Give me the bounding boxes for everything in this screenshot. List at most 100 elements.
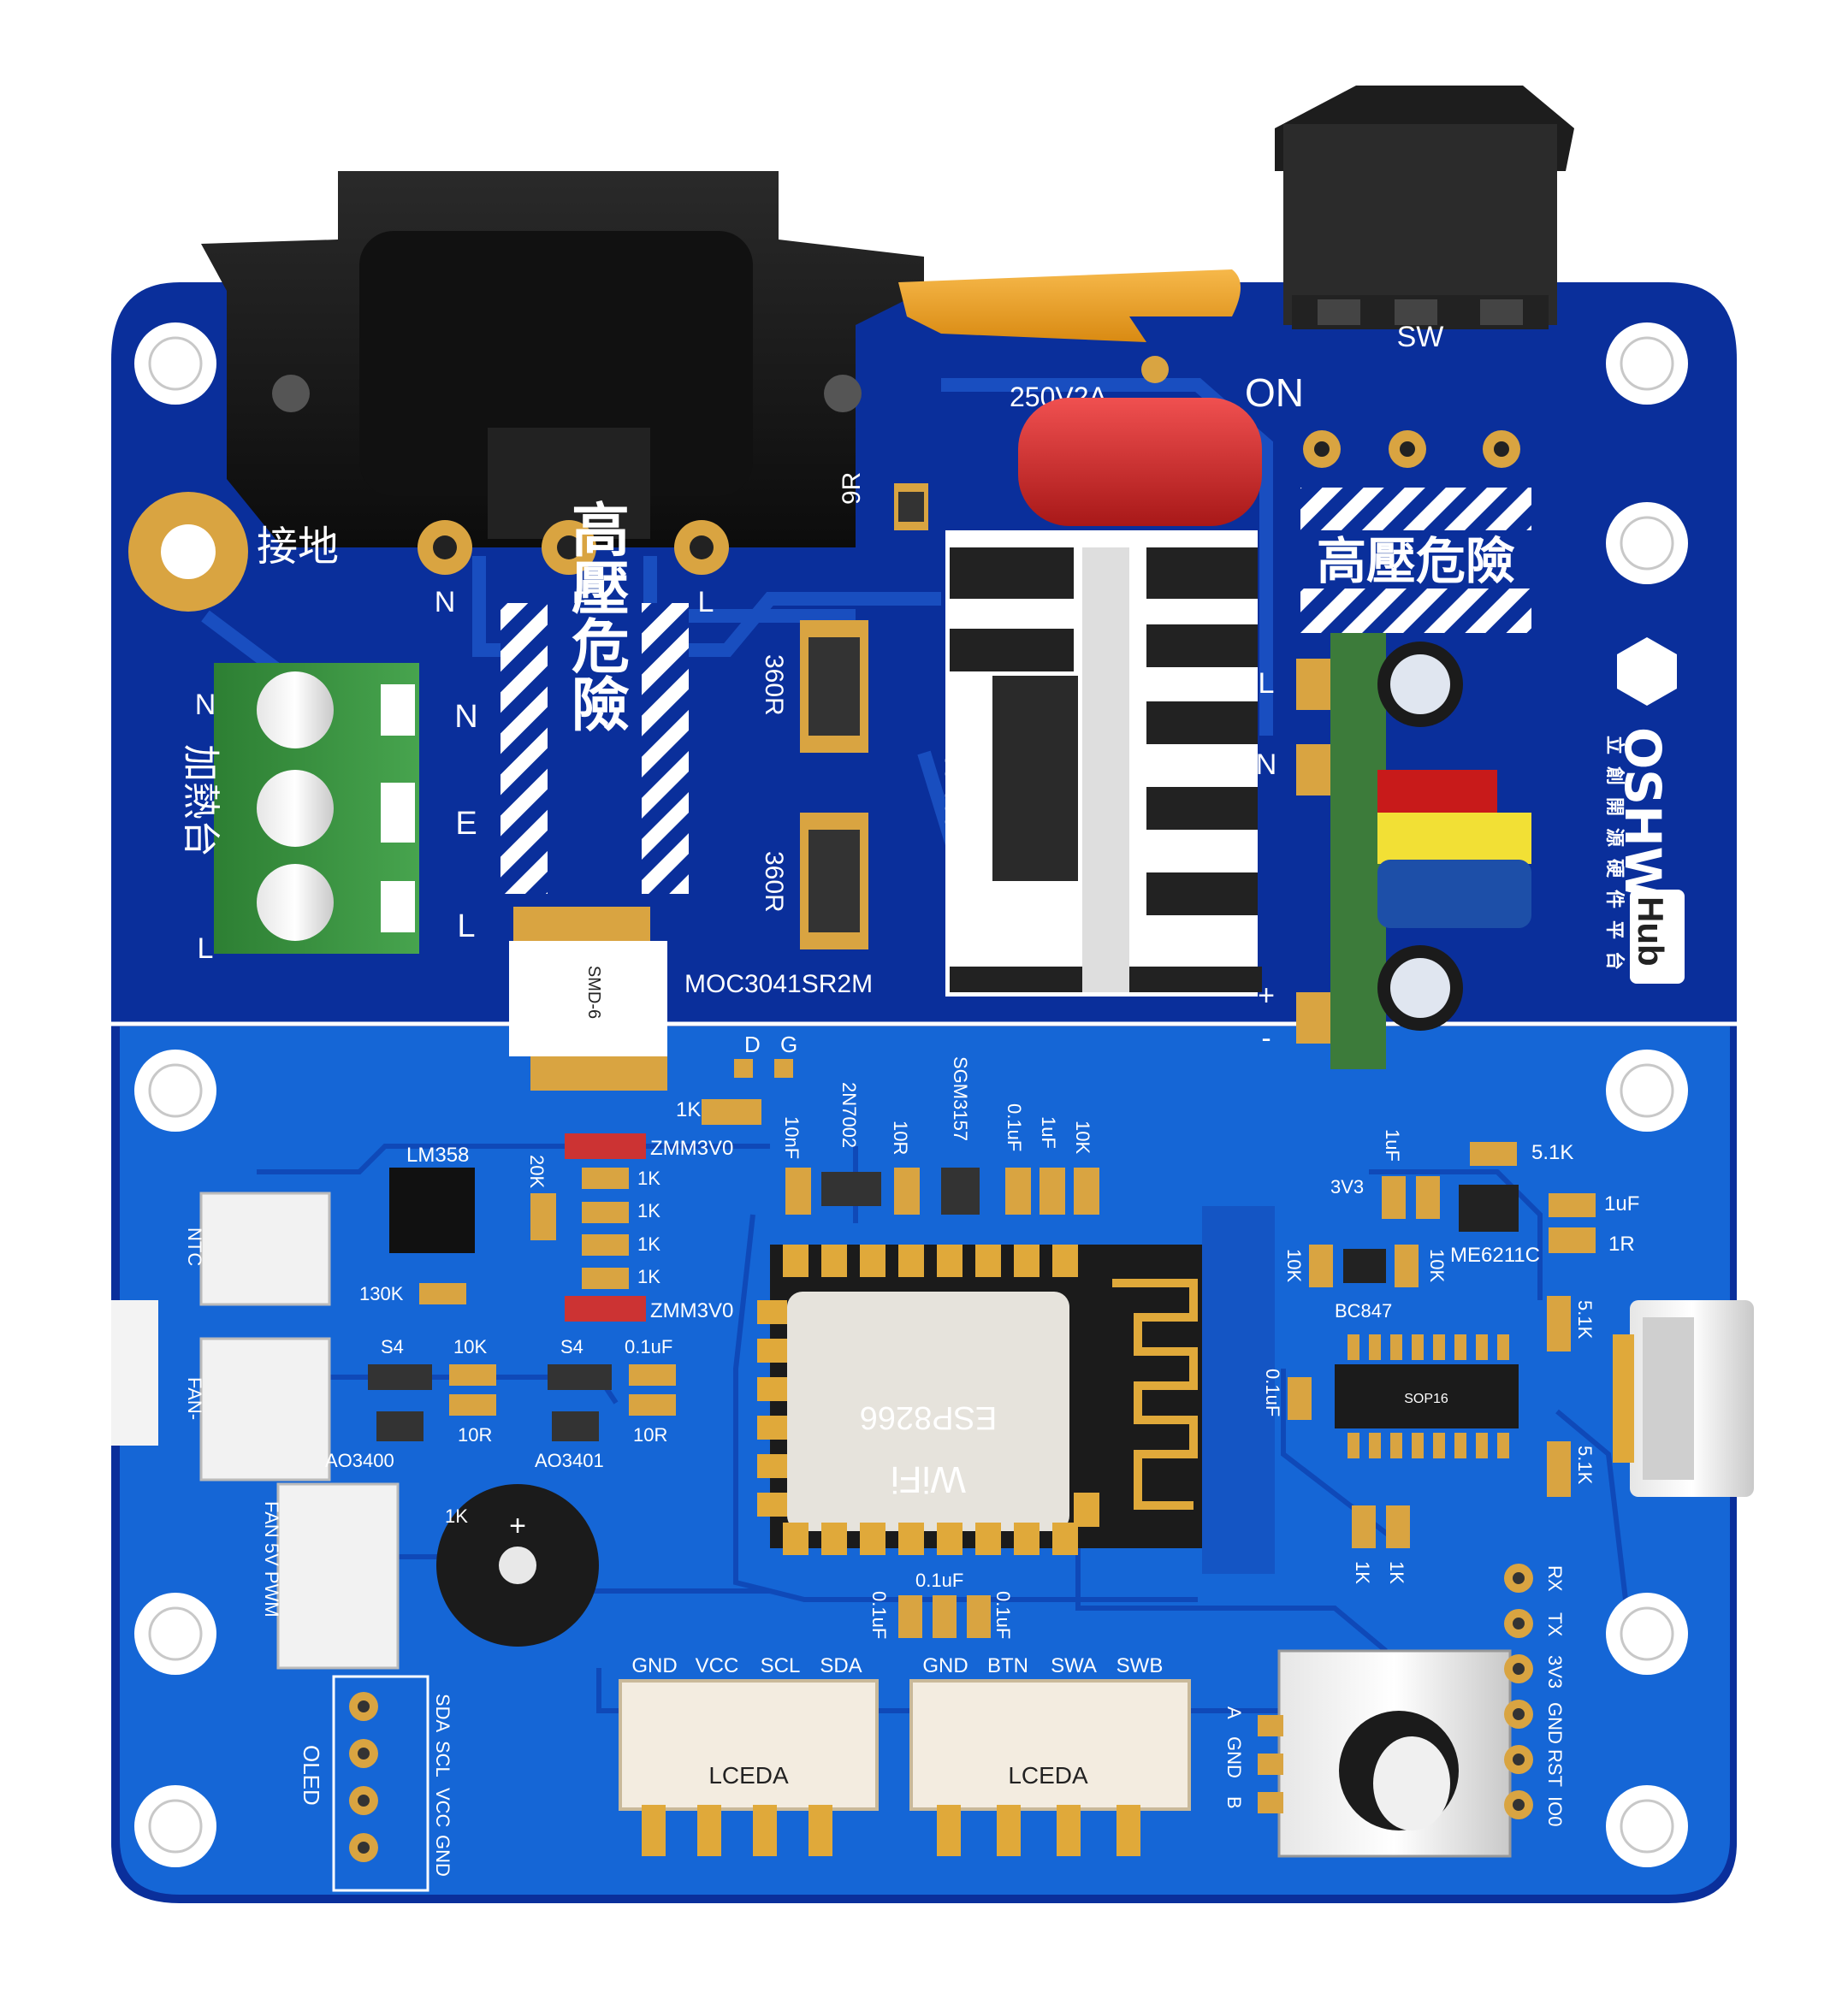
esp-chip-label: ESP8266: [860, 1399, 998, 1435]
inlet-label-l: L: [698, 586, 714, 618]
enc-b: B: [1223, 1796, 1245, 1809]
terminal-l: L: [198, 932, 214, 965]
ao3400-label: AO3400: [325, 1450, 394, 1471]
uart-rst: RST: [1544, 1749, 1566, 1787]
r360-2-label: 360R: [760, 851, 788, 913]
rocker-switch: [1275, 86, 1574, 329]
c1uf-top-label: 1uF: [1038, 1116, 1059, 1149]
fan-pwm-label: FAN 5V PWM: [261, 1501, 282, 1618]
uart-header: [1504, 1564, 1533, 1819]
s4-a-label: S4: [381, 1336, 404, 1357]
r10k-label: 10K: [453, 1336, 487, 1357]
resistor-9r-label: 9R: [838, 472, 866, 505]
c1-vcc: VCC: [696, 1654, 739, 1677]
side-e: E: [455, 806, 477, 842]
s4-b-label: S4: [560, 1336, 583, 1357]
v33-label: 3V3: [1330, 1176, 1364, 1198]
uart-rx: RX: [1544, 1565, 1566, 1592]
r20k-label: 20K: [526, 1155, 548, 1188]
side-l: L: [457, 908, 475, 944]
enc-gnd: GND: [1223, 1736, 1245, 1778]
sop16-label: SOP16: [1404, 1392, 1448, 1406]
side-n: N: [454, 699, 477, 735]
r1k-1: 1K: [637, 1168, 660, 1189]
usb-c-connector: [1613, 1300, 1754, 1497]
r130k-label: 130K: [359, 1283, 404, 1304]
esp-wifi-label: WiFi: [891, 1458, 966, 1500]
c01uf-label: 0.1uF: [625, 1336, 672, 1357]
c1-sda: SDA: [820, 1654, 862, 1677]
lm358-label: LM358: [406, 1144, 469, 1167]
r51k-b-label: 5.1K: [1574, 1300, 1596, 1340]
c01uf-top-label: 0.1uF: [1004, 1103, 1025, 1151]
r10k-d-label: 10K: [1426, 1249, 1448, 1282]
r1k-buz-label: 1K: [445, 1505, 468, 1527]
oled-pin-gnd: GND: [432, 1835, 453, 1877]
pm-plus: +: [1258, 979, 1275, 1012]
oshw-hub-badge: Hub: [1631, 896, 1671, 967]
c10nf-label: 10nF: [781, 1116, 803, 1159]
r1k-4: 1K: [637, 1266, 660, 1287]
inlet-label-n: N: [435, 586, 456, 618]
opto-coupler: [509, 907, 667, 1091]
hv-warning-right: 高壓危險: [1317, 532, 1515, 590]
r10k-c-label: 10K: [1283, 1249, 1305, 1282]
on-label: ON: [1245, 370, 1304, 415]
pm-minus: -: [1261, 1022, 1270, 1055]
uart-io0: IO0: [1544, 1796, 1566, 1826]
r10k-top-label: 10K: [1072, 1121, 1093, 1154]
switch-label: SW: [1397, 321, 1444, 353]
fet-d: D: [744, 1032, 761, 1057]
r1k-f-label: 1K: [1386, 1561, 1407, 1584]
hv-warning-left: 高壓危險: [561, 500, 630, 732]
zener-2: [565, 1296, 646, 1322]
r360-1-label: 360R: [760, 654, 788, 716]
terminal-block: [214, 663, 419, 954]
c1uf-b-label: 1uF: [1382, 1129, 1403, 1162]
pm-n: N: [1256, 748, 1277, 781]
r10r-b-label: 10R: [633, 1424, 667, 1446]
c01uf-d-label: 0.1uF: [1262, 1369, 1283, 1417]
uart-tx: TX: [1544, 1612, 1566, 1636]
oshw-cn-text: 立創開源硬件平台: [1603, 736, 1626, 982]
fan-pwm-connector: [276, 1482, 400, 1670]
triac-heatsink: [945, 530, 1262, 997]
c2-btn: BTN: [987, 1654, 1028, 1677]
opto-package: SMD-6: [584, 966, 603, 1019]
oled-pin-sda: SDA: [432, 1694, 453, 1733]
x2-capacitor: [1018, 398, 1262, 526]
mounting-holes: [134, 322, 1688, 1867]
r1k-3: 1K: [637, 1233, 660, 1255]
oshw-logo: [1617, 637, 1677, 706]
enc-a: A: [1223, 1706, 1245, 1719]
r1k-column: [582, 1168, 629, 1289]
ntc-label: NTC: [184, 1227, 205, 1266]
sop16-chip: [1335, 1364, 1519, 1428]
bc847-label: BC847: [1335, 1300, 1392, 1322]
ac-inlet-connector: [201, 171, 924, 575]
lceda-b: LCEDA: [1008, 1762, 1088, 1789]
fuse: [898, 269, 1241, 383]
oled-pin-scl: SCL: [432, 1741, 453, 1777]
fan-minus-label: FAN-: [184, 1377, 205, 1420]
oled-header: [332, 1675, 429, 1892]
sgm-label: SGM3157: [950, 1056, 971, 1141]
oled-pin-vcc: VCC: [432, 1788, 453, 1828]
connector-encoder: [909, 1679, 1191, 1856]
uart-3v3: 3V3: [1544, 1655, 1566, 1689]
ground-label: 接地: [257, 524, 339, 570]
opto-label: MOC3041SR2M: [684, 970, 873, 998]
c01-a-label: 0.1uF: [915, 1570, 963, 1591]
r1r-label: 1R: [1608, 1233, 1635, 1256]
r1k-top: 1K: [676, 1098, 701, 1121]
c01-c-label: 0.1uF: [992, 1591, 1014, 1639]
heater-label: 加熱台: [180, 744, 222, 857]
power-module: [1296, 633, 1531, 1069]
zener-2-label: ZMM3V0: [650, 1299, 733, 1322]
r51k-label: 5.1K: [1531, 1141, 1573, 1164]
ao3401-label: AO3401: [535, 1450, 604, 1471]
c2-swa: SWA: [1051, 1654, 1097, 1677]
oled-label: OLED: [299, 1745, 324, 1806]
